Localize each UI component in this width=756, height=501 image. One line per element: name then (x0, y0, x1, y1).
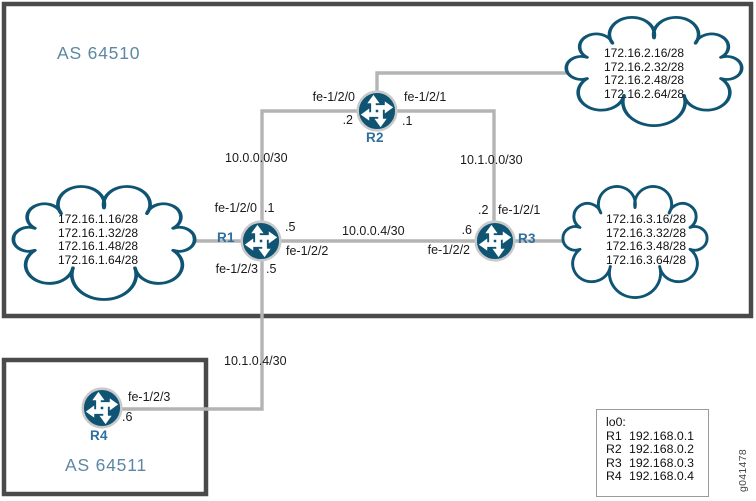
router-r4-label: R4 (90, 428, 108, 443)
prefix: 172.16.3.32/28 (606, 225, 687, 240)
router-r1-icon (242, 222, 281, 261)
legend-row: R1 192.168.0.1 (606, 428, 708, 444)
r1-if-right-addr: .5 (285, 220, 296, 234)
legend-row: R3 192.168.0.3 (606, 455, 708, 471)
prefix: 172.16.1.16/28 (58, 212, 139, 226)
r1-if-right-label: fe-1/2/2 (286, 244, 329, 258)
legend-router: R2 (606, 442, 622, 457)
r1-if-top-label: fe-1/2/0 (214, 201, 257, 215)
r2-if-left-addr: .2 (342, 113, 353, 127)
as64510-label: AS 64510 (57, 43, 141, 63)
router-r3-label: R3 (518, 231, 536, 246)
subnet-r1-r4-label: 10.1.0.4/30 (224, 354, 287, 368)
prefix: 172.16.2.48/28 (604, 73, 685, 87)
cloud-right-prefixes: 172.16.3.16/28 172.16.3.32/28 172.16.3.4… (606, 212, 687, 267)
as64510-boundary (1, 1, 754, 319)
r1-if-bottom-addr: .5 (266, 262, 277, 276)
subnet-r1-r2-label: 10.0.0.0/30 (225, 151, 288, 165)
r1-if-bottom-label: fe-1/2/3 (215, 262, 258, 276)
router-r4-icon (83, 389, 122, 428)
r3-if-top-label: fe-1/2/1 (498, 203, 541, 217)
legend-router: R3 (606, 455, 622, 470)
prefix: 172.16.3.16/28 (606, 212, 687, 226)
subnet-r1-r3-label: 10.0.0.4/30 (342, 224, 405, 238)
legend-address: 192.168.0.3 (629, 455, 694, 470)
router-r3-icon (476, 222, 515, 261)
prefix: 172.16.1.48/28 (58, 239, 139, 253)
r3-if-left-label: fe-1/2/2 (427, 243, 470, 257)
r4-if-label: fe-1/2/3 (128, 390, 171, 404)
r4-if-addr: .6 (122, 410, 133, 424)
router-r2-icon (358, 92, 397, 131)
as64511-boundary (1, 357, 209, 497)
prefix: 172.16.3.48/28 (606, 239, 687, 253)
legend-address: 192.168.0.2 (629, 442, 694, 457)
prefix: 172.16.1.32/28 (58, 225, 139, 240)
cloud-left-prefixes: 172.16.1.16/28 172.16.1.32/28 172.16.1.4… (58, 212, 139, 267)
r2-if-right-label: fe-1/2/1 (404, 90, 447, 104)
r1-if-top-addr: .1 (264, 201, 275, 215)
router-r2-label: R2 (366, 130, 384, 145)
link-r1-r2 (260, 109, 377, 241)
legend-address: 192.168.0.1 (629, 428, 694, 443)
prefix: 172.16.2.16/28 (604, 46, 685, 60)
router-r1-label: R1 (217, 230, 235, 245)
cloud-top-right-prefixes: 172.16.2.16/28 172.16.2.32/28 172.16.2.4… (604, 46, 685, 101)
legend-router: R1 (606, 428, 622, 443)
legend-row: R4 192.168.0.4 (606, 470, 708, 484)
legend-address: 192.168.0.4 (629, 469, 694, 484)
link-r2-r3 (377, 109, 496, 241)
r3-if-top-addr: .2 (478, 203, 489, 217)
legend-router: R4 (606, 469, 622, 484)
prefix: 172.16.2.64/28 (604, 86, 685, 101)
subnet-r2-r3-label: 10.1.0.0/30 (460, 153, 523, 167)
prefix: 172.16.1.64/28 (58, 252, 139, 267)
loopback-legend: lo0: R1 192.168.0.1 R2 192.168.0.2 R3 19… (596, 409, 709, 497)
r2-if-left-label: fe-1/2/0 (312, 90, 355, 104)
legend-row: R2 192.168.0.2 (606, 443, 708, 457)
legend-title: lo0: (606, 415, 626, 429)
r2-if-right-addr: .1 (402, 114, 413, 128)
prefix: 172.16.3.64/28 (606, 252, 687, 267)
figure-id: g041478 (737, 449, 749, 492)
r3-if-left-addr: .6 (461, 223, 472, 237)
prefix: 172.16.2.32/28 (604, 59, 685, 74)
link-r1-r4 (102, 241, 264, 411)
as64511-label: AS 64511 (65, 455, 147, 475)
